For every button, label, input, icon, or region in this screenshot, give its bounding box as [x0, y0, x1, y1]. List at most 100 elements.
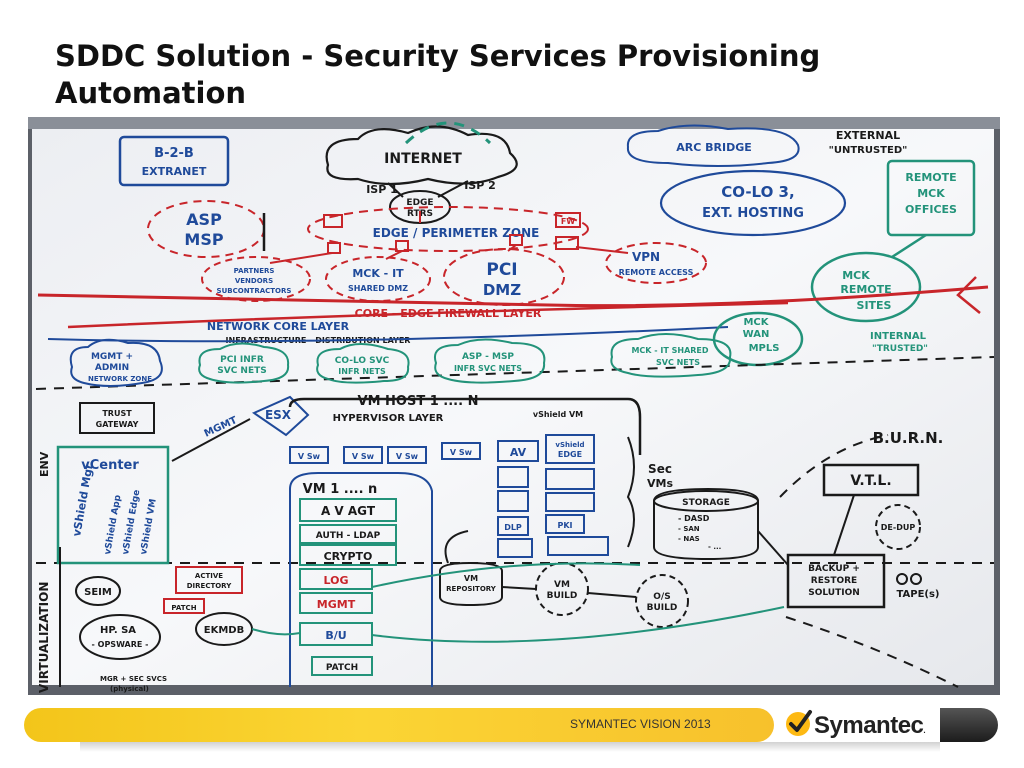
network-core-label: NETWORK CORE LAYER [207, 320, 350, 333]
trust-gateway-1: TRUST [102, 409, 132, 418]
hp-sa-ellipse [79, 614, 161, 660]
isp2-label: ISP 2 [464, 179, 496, 192]
untrusted-label: "UNTRUSTED" [829, 145, 908, 156]
colo-svc-cloud [316, 343, 410, 384]
av-label: AV [510, 446, 527, 459]
asp-msp-infr-2: INFR SVC NETS [454, 364, 522, 373]
checkmark-icon [786, 710, 812, 736]
whiteboard-photo: B-2-B EXTRANET INTERNET ISP 1 ISP 2 EDGE… [28, 117, 1000, 695]
patch-small-label: PATCH [171, 604, 196, 612]
sec-label: Sec [648, 462, 672, 476]
asp-label: ASP [186, 210, 222, 229]
offices-label: OFFICES [905, 203, 957, 216]
colo-svc-2: INFR NETS [338, 367, 386, 376]
mck-label: MCK [917, 187, 945, 200]
vswitch-row: V Sw V Sw V Sw V Sw [289, 442, 481, 464]
mgr-physical-2: (physical) [110, 685, 149, 693]
arc-bridge-cloud [626, 124, 800, 167]
pci-infr-cloud [198, 342, 290, 384]
footer-event-text: SYMANTEC VISION 2013 [570, 717, 711, 731]
mgmt-admin-2: ADMIN [95, 363, 129, 373]
b2b-extranet-box [118, 135, 230, 187]
edge-rtrs-line1: EDGE [406, 198, 433, 208]
backup-2: RESTORE [811, 576, 857, 586]
vpn-label: VPN [632, 250, 660, 264]
vm-host-label: VM HOST 1 .... N [358, 394, 479, 409]
hypervisor-label: HYPERVISOR LAYER [333, 413, 444, 424]
mgr-physical-1: MGR + SEC SVCS [100, 675, 167, 683]
b2b-label: B-2-B [154, 146, 194, 161]
vendors-label: VENDORS [235, 277, 273, 285]
vtl-label: V.T.L. [850, 473, 891, 489]
mck-wan-label1: MCK [743, 317, 769, 328]
mgmt-box-label: MGMT [317, 598, 356, 611]
edge-zone-label: EDGE / PERIMETER ZONE [373, 226, 540, 240]
vshield-edge-2: EDGE [558, 450, 582, 459]
trusted-label: "TRUSTED" [872, 344, 928, 354]
mgmt-admin-1: MGMT + [91, 352, 133, 362]
edge-zone-ellipse [307, 206, 589, 252]
vsw-2: V Sw [352, 452, 375, 461]
pci-infr-2: SVC NETS [217, 366, 267, 376]
crypto-label: CRYPTO [324, 550, 373, 563]
backup-box [786, 553, 886, 609]
vm-repository-cylinder [439, 561, 503, 607]
siem-ellipse [75, 576, 121, 606]
vsw-3: V Sw [396, 452, 419, 461]
os-build-2: BUILD [647, 603, 678, 613]
vpn-ellipse [605, 242, 707, 284]
extranet-label: EXTRANET [142, 165, 207, 178]
security-vms: AV vShield EDGE DLP PKI [497, 434, 609, 558]
mgmt-admin-cloud [69, 338, 163, 387]
storage-label: STORAGE [682, 498, 730, 508]
remote-label: REMOTE [905, 171, 956, 184]
symantec-wordmark: Symantec. [814, 712, 926, 739]
storage-item-4: - ... [708, 543, 721, 551]
subcontractors-label: SUBCONTRACTORS [217, 287, 292, 295]
mck-it-shared-1: MCK - IT SHARED [631, 346, 708, 355]
internet-label: INTERNET [384, 151, 462, 167]
mck-remote-label3: SITES [857, 299, 892, 312]
vm-components: A V AGT AUTH - LDAP CRYPTO LOG MGMT B/U … [299, 498, 397, 676]
footer-bar [24, 708, 774, 742]
mck-remote-sites-ellipse [810, 251, 922, 323]
tape-label: TAPE(s) [896, 589, 939, 600]
mck-remote-label1: MCK [842, 269, 870, 282]
vshield-vm-label: vShield VM [533, 410, 583, 419]
brand-name: Symantec [814, 712, 924, 739]
vm-repo-2: REPOSITORY [446, 585, 497, 593]
mgmt-admin-3: NETWORK ZONE [88, 375, 152, 383]
active-directory-box [175, 566, 243, 594]
av-agt-label: A V AGT [321, 504, 376, 518]
vshield-edge-1: vShield [555, 441, 584, 449]
pci-infr-1: PCI INFR [220, 355, 264, 365]
esx-label: ESX [265, 408, 292, 422]
mck-it-shared-2: SVC NETS [656, 358, 700, 367]
siem-label: SEIM [84, 587, 112, 598]
mck-it-label: MCK - IT [352, 267, 404, 280]
storage-item-2: - SAN [678, 525, 700, 533]
core-edge-line [37, 285, 989, 308]
fw-label: FW [561, 217, 575, 226]
ext-hosting-label: EXT. HOSTING [702, 206, 804, 221]
os-build-circle [635, 574, 689, 628]
colo-svc-1: CO-LO SVC [335, 356, 390, 366]
internet-cloud [325, 125, 518, 186]
vm-repo-1: VM [464, 574, 478, 583]
pki-label: PKI [557, 521, 572, 530]
backup-1: BACKUP + [808, 564, 860, 574]
os-build-1: O/S [653, 592, 670, 602]
core-edge-label: CORE - EDGE FIREWALL LAYER [355, 307, 542, 320]
trust-gateway-box [79, 402, 155, 434]
backup-3: SOLUTION [808, 588, 860, 598]
dmz-label: DMZ [483, 281, 521, 299]
footer-dark-tab [940, 708, 998, 742]
trust-gateway-2: GATEWAY [96, 420, 139, 429]
asp-msp-infr-1: ASP - MSP [462, 352, 514, 362]
vm-n-label: VM 1 .... n [303, 482, 378, 497]
virtualization-label: VIRTUALIZATION [37, 582, 51, 693]
de-dup-circle [875, 504, 921, 550]
msp-label: MSP [184, 230, 223, 249]
esx-shape [251, 395, 310, 437]
remote-access-label: REMOTE ACCESS [619, 268, 694, 277]
